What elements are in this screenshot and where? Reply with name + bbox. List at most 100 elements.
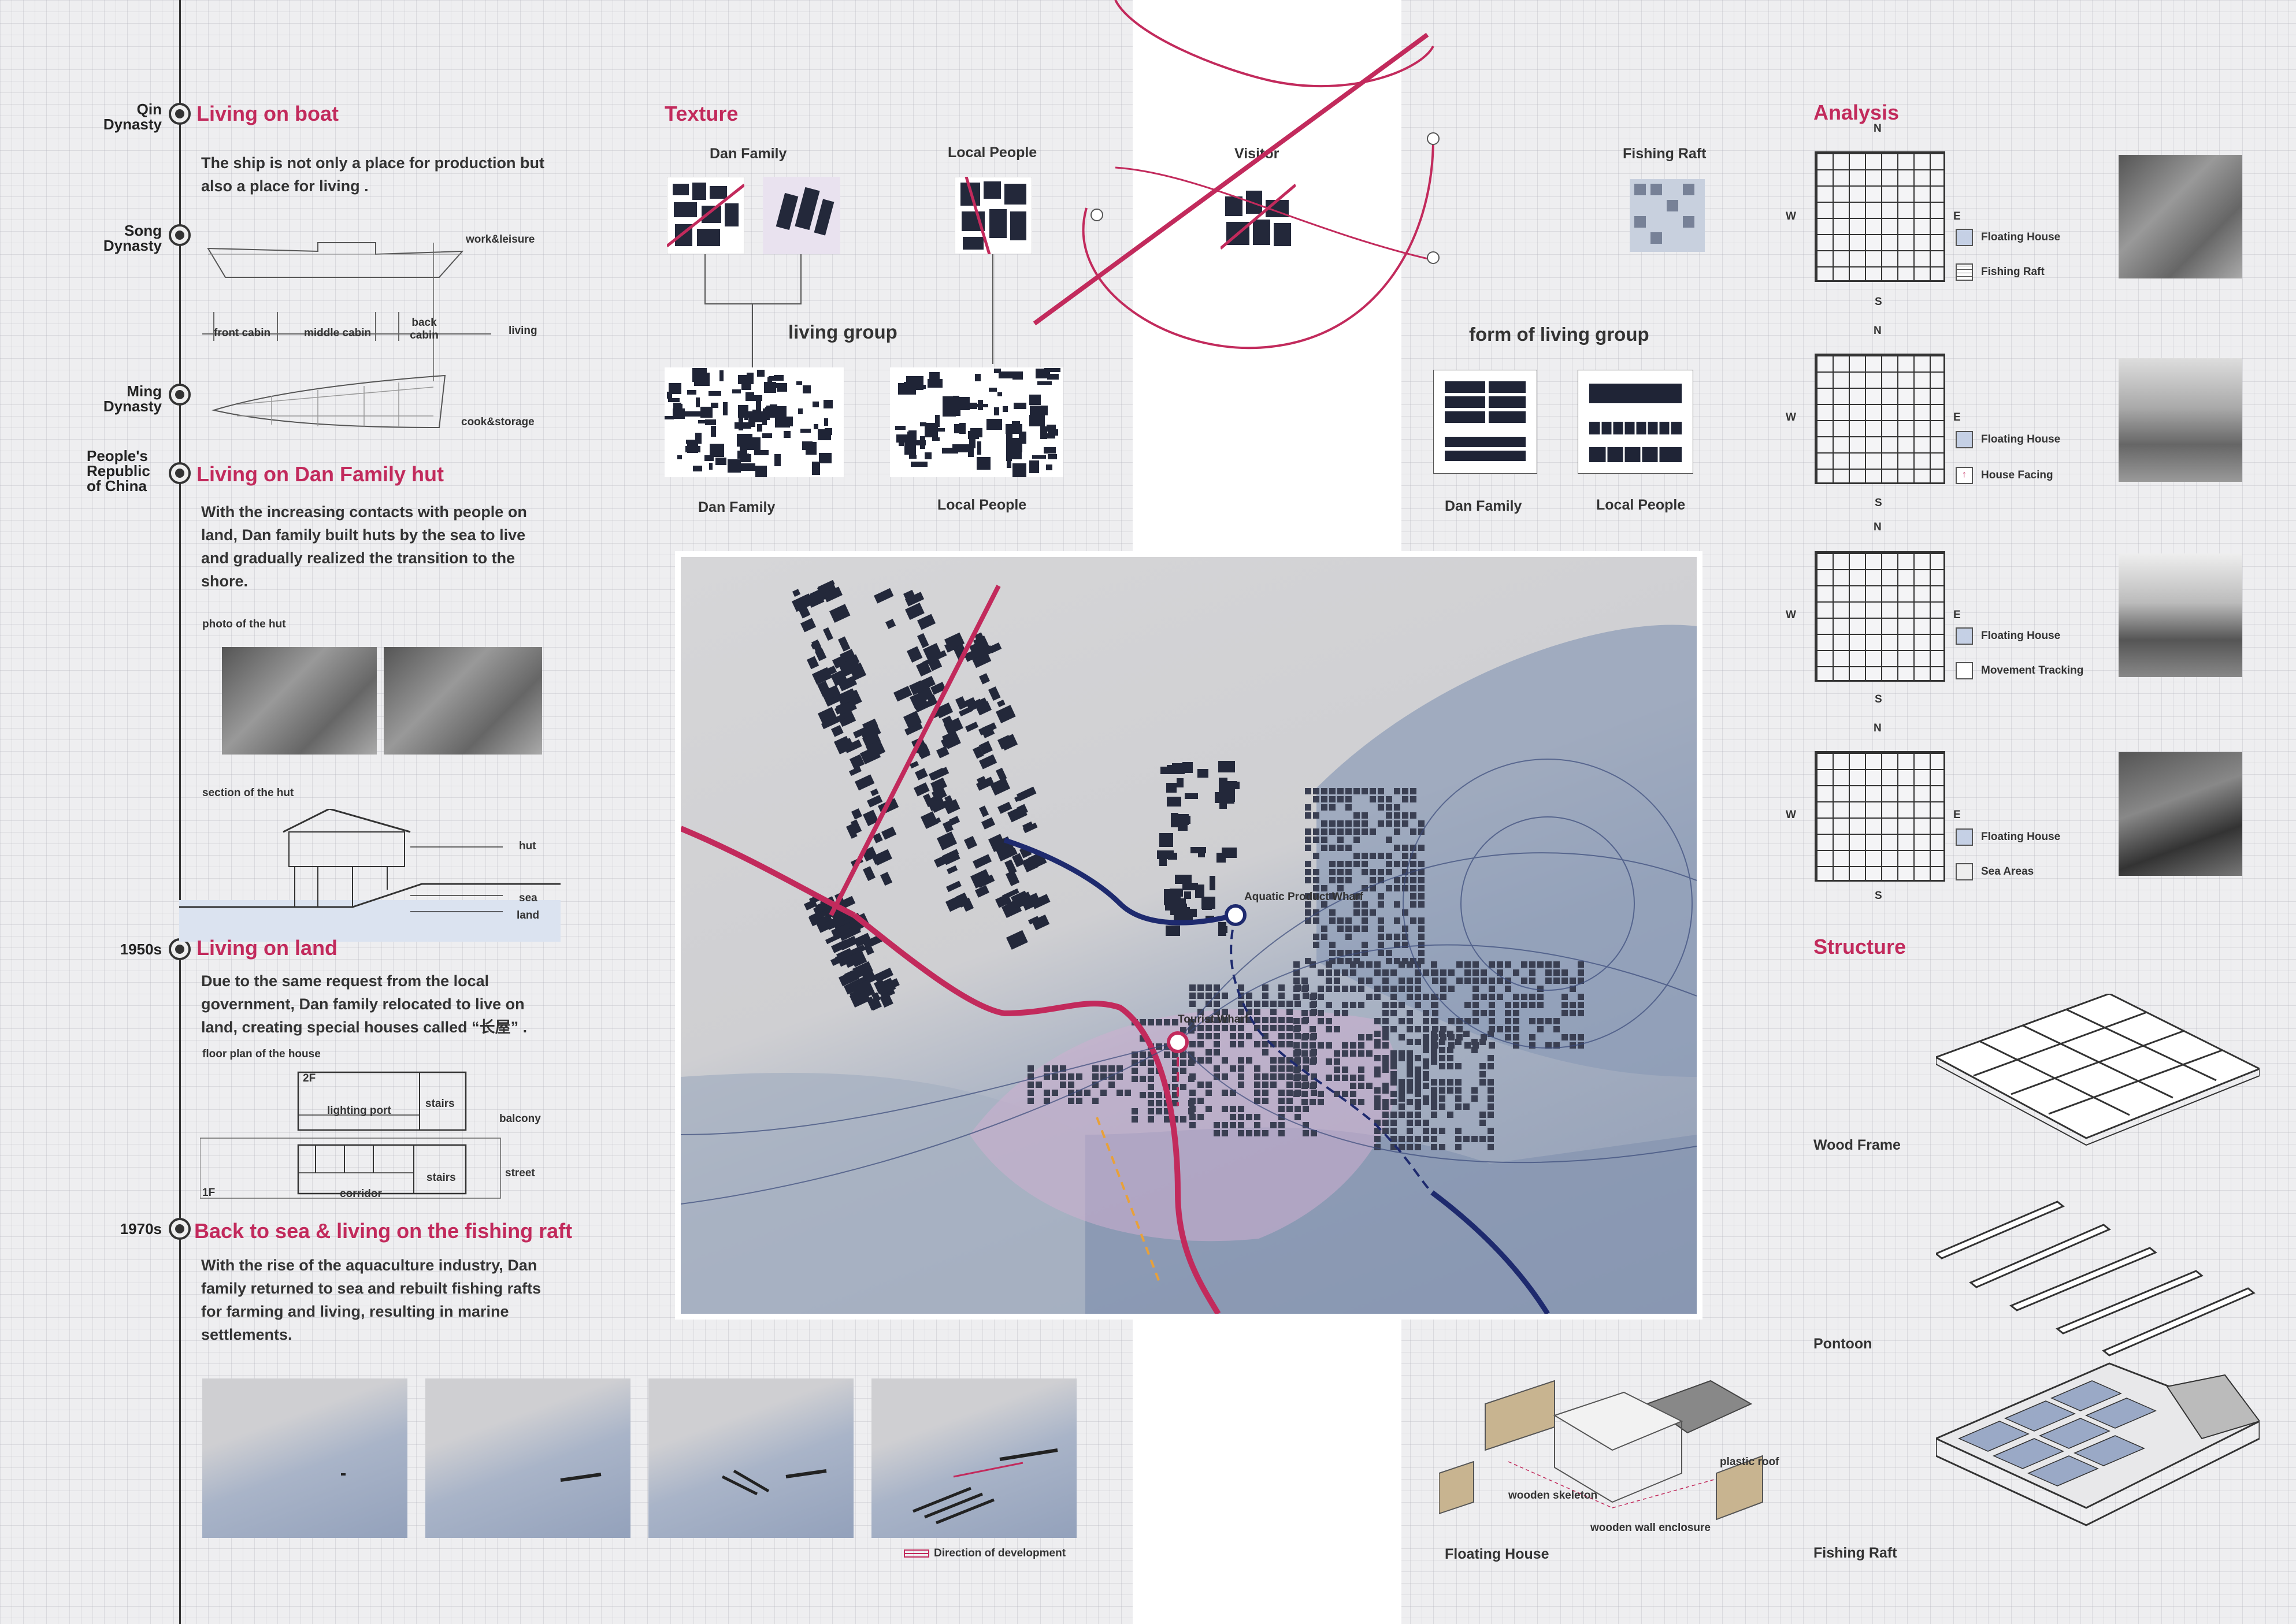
house-floor-plan [200, 1071, 501, 1199]
dir-n-3: N [1874, 521, 1882, 533]
fishing-raft-label: Fishing Raft [1813, 1545, 1897, 1561]
living-group-dan-label: Dan Family [698, 499, 776, 515]
label-work-leisure: work&leisure [466, 233, 535, 246]
texture-local-tile [955, 177, 1032, 254]
label-1f: 1F [202, 1187, 216, 1199]
decorative-curves [1033, 0, 1440, 350]
form-dan-diagram [1433, 370, 1537, 474]
development-step-1 [202, 1378, 407, 1538]
timeline-dot [169, 1218, 191, 1240]
label-street: street [505, 1167, 535, 1179]
site-map: Aquatic Product Wharf Tourist Wharf [681, 557, 1697, 1314]
analysis-legend-1b: Fishing Raft [1956, 263, 2045, 281]
texture-dan-tile-1 [667, 177, 744, 254]
pontoon-drawing [1936, 1201, 2256, 1357]
label-living: living [509, 325, 537, 337]
dir-w-2: W [1786, 411, 1796, 423]
wood-frame-drawing [1936, 994, 2260, 1146]
land-plan-label: floor plan of the house [202, 1048, 321, 1060]
timeline-dot [169, 384, 191, 406]
form-dan-label: Dan Family [1445, 498, 1522, 514]
analysis-photo-4 [2119, 752, 2242, 876]
hut-photo-1 [222, 647, 377, 755]
analysis-grid-3 [1815, 551, 1945, 682]
label-middle-cabin: middle cabin [304, 327, 372, 339]
analysis-legend-2b: ↑House Facing [1956, 467, 2053, 484]
analysis-legend-3a: Floating House [1956, 627, 2060, 645]
texture-raft-label: Fishing Raft [1623, 146, 1707, 162]
label-sea: sea [519, 892, 537, 904]
analysis-legend-4a: Floating House [1956, 828, 2060, 846]
analysis-photo-2 [2119, 358, 2242, 482]
dir-e-4: E [1953, 809, 1961, 821]
label-balcony: balcony [499, 1113, 541, 1125]
analysis-legend-2a: Floating House [1956, 431, 2060, 448]
dir-w-4: W [1786, 809, 1796, 821]
era-ming: Ming Dynasty [103, 382, 162, 415]
texture-visitor-tile [1221, 179, 1296, 254]
analysis-legend-3b: Movement Tracking [1956, 662, 2083, 679]
timeline-line [179, 0, 181, 1624]
land-title: Living on land [196, 936, 337, 960]
living-group-title: living group [788, 321, 897, 343]
dir-s-2: S [1875, 497, 1882, 509]
label-corridor: corridor [340, 1188, 382, 1200]
dir-s-3: S [1875, 693, 1882, 705]
structure-title: Structure [1813, 935, 1906, 958]
development-marks [341, 1448, 1058, 1525]
tourist-wharf-label: Tourist Wharf [1178, 1013, 1249, 1025]
form-local-label: Local People [1596, 497, 1686, 513]
analysis-grid-2 [1815, 354, 1945, 484]
timeline-dot [169, 224, 191, 246]
texture-dan-tile-2 [763, 177, 840, 254]
texture-local-label: Local People [948, 144, 1037, 161]
dir-n-1: N [1874, 122, 1882, 135]
pontoon-label: Pontoon [1813, 1336, 1872, 1352]
texture-raft-tile [1630, 179, 1705, 252]
hut-title: Living on Dan Family hut [196, 462, 444, 486]
wood-frame-label: Wood Frame [1813, 1137, 1901, 1153]
dir-s-4: S [1875, 890, 1882, 902]
label-back-cabin: back cabin [410, 317, 439, 341]
wooden-skeleton-label: wooden skeleton [1508, 1489, 1598, 1502]
fishing-raft-drawing [1936, 1362, 2260, 1526]
boat-drawing [202, 242, 491, 429]
land-text: Due to the same request from the local g… [201, 972, 528, 1036]
label-stairs-1f: stairs [426, 1172, 456, 1184]
plastic-roof-label: plastic roof [1720, 1456, 1779, 1468]
label-2f: 2F [303, 1072, 316, 1084]
development-legend-icon [904, 1549, 929, 1558]
era-1970s: 1970s [120, 1220, 162, 1237]
living-group-local-label: Local People [937, 497, 1027, 513]
dir-e-3: E [1953, 609, 1961, 621]
dir-w-3: W [1786, 609, 1796, 621]
analysis-photo-3 [2119, 553, 2242, 677]
label-cook-storage: cook&storage [461, 416, 535, 428]
development-step-2 [425, 1378, 630, 1538]
site-map-drawing [681, 579, 1697, 1314]
hut-section-label: section of the hut [202, 787, 294, 799]
form-local-diagram [1578, 370, 1693, 474]
raft-title: Back to sea & living on the fishing raft [194, 1219, 573, 1243]
analysis-photo-1 [2119, 155, 2242, 278]
label-hut: hut [519, 840, 536, 852]
era-prc: People's Republic of China [87, 447, 150, 495]
texture-title: Texture [665, 102, 739, 125]
form-living-group-title: form of living group [1469, 324, 1649, 345]
local-living-group-block [890, 367, 1063, 477]
era-1950s: 1950s [120, 941, 162, 958]
label-stairs-2f: stairs [425, 1098, 455, 1110]
raft-text: With the rise of the aquaculture industr… [201, 1257, 541, 1343]
dir-e-1: E [1953, 210, 1961, 222]
hut-section-drawing [179, 809, 561, 942]
hut-text: With the increasing contacts with people… [201, 503, 527, 590]
hut-photo-2 [384, 647, 542, 755]
aquatic-wharf-label: Aquatic Product Wharf [1244, 891, 1363, 903]
analysis-title: Analysis [1813, 101, 1900, 124]
hut-photo-label: photo of the hut [202, 618, 286, 630]
label-land: land [517, 909, 540, 921]
timeline-dot [169, 462, 191, 484]
label-lighting-port: lighting port [327, 1105, 391, 1117]
era-song: Song Dynasty [103, 222, 162, 254]
floating-house-drawing [1439, 1380, 1763, 1521]
